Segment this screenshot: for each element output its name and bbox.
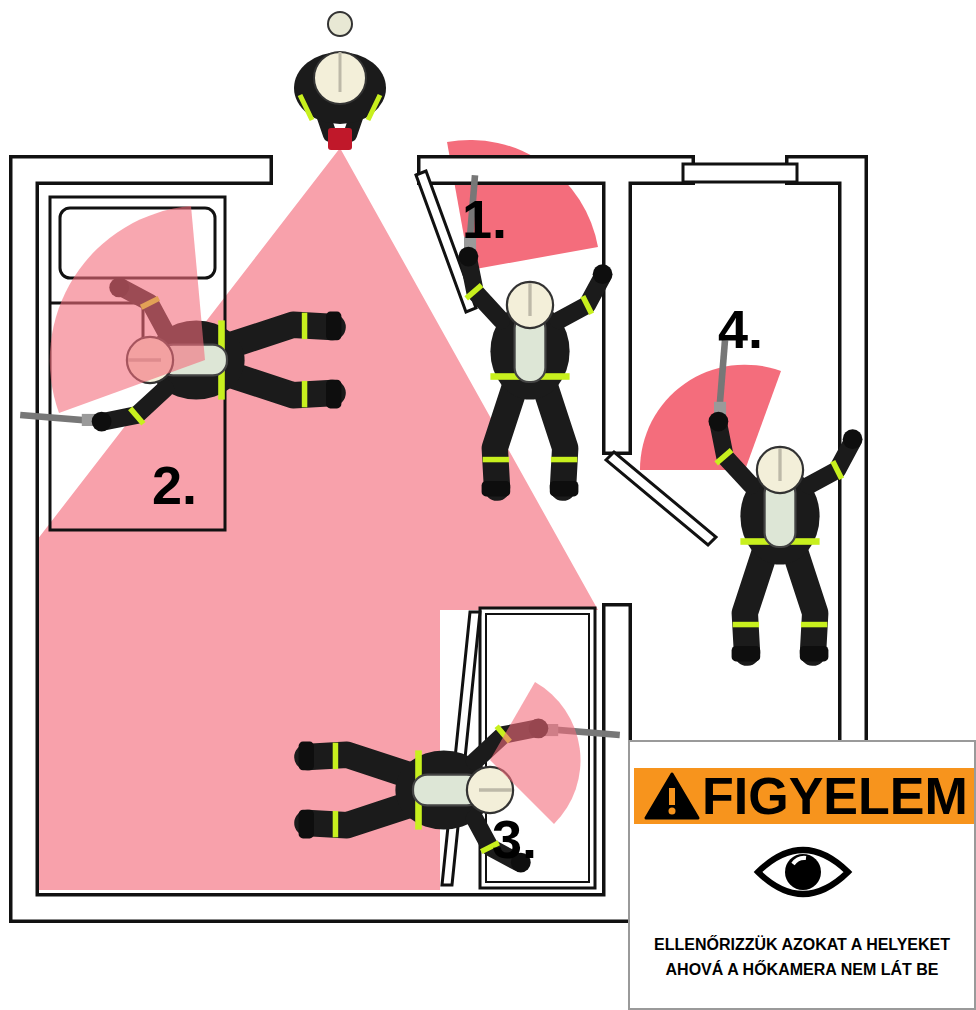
shoulders	[294, 52, 386, 124]
sign-heading: FIGYELEM	[634, 768, 974, 824]
closet-inner	[486, 614, 589, 882]
helmet-lamp	[328, 12, 352, 36]
door	[606, 452, 716, 545]
closet	[480, 608, 595, 888]
sign-body: ELLENŐRIZZÜK AZOKAT A HELYEKET AHOVÁ A H…	[634, 932, 970, 982]
callout-number: 1.	[462, 192, 507, 246]
helmet	[314, 52, 366, 104]
search-sector	[50, 206, 205, 413]
door	[442, 612, 480, 885]
callout-number: 4.	[718, 302, 763, 356]
wall	[24, 170, 617, 908]
wall	[432, 155, 680, 185]
thermal-camera	[328, 128, 352, 150]
callout-number: 2.	[152, 458, 197, 512]
search-sector	[490, 682, 580, 824]
wall	[432, 159, 680, 182]
firefighter	[459, 175, 613, 496]
wall	[24, 170, 617, 908]
camera-operator	[294, 12, 386, 150]
wall	[606, 190, 629, 440]
wall	[602, 184, 632, 440]
callout-number: 3.	[492, 812, 537, 866]
firefighter	[709, 340, 863, 661]
helmet-ridge	[339, 52, 342, 92]
window	[683, 164, 797, 182]
warning-sign: FIGYELEM ELLENŐRIZZÜK AZOKAT A HELYEKET A…	[628, 740, 976, 1010]
